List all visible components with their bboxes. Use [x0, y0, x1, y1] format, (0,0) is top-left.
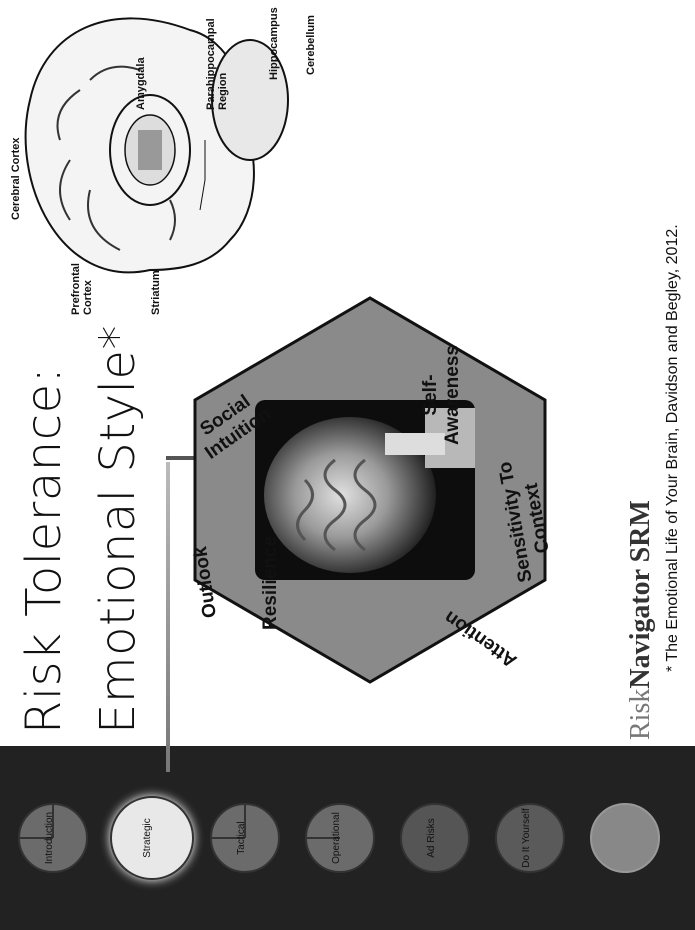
nav-operational[interactable]: Operational [305, 803, 375, 873]
label-parahippocampal-region: Parahippocampal Region [205, 10, 229, 110]
title-line-1: Risk Tolerance: [16, 367, 72, 734]
footnote: * The Emotional Life of Your Brain, Davi… [664, 224, 682, 672]
label-striatum: Striatum [150, 270, 162, 315]
nav-ad-risks-label: Ad Risks [426, 805, 437, 871]
nav-introduction-label: Introduction [44, 805, 55, 871]
nav-do-it-yourself[interactable]: Do It Yourself [495, 803, 565, 873]
label-cerebellum: Cerebellum [305, 15, 317, 75]
brand-logo: RiskNavigator SRM [625, 500, 657, 740]
nav-introduction[interactable]: Introduction [18, 803, 88, 873]
nav-operational-label: Operational [331, 805, 342, 871]
label-cerebral-cortex: Cerebral Cortex [10, 137, 22, 220]
nav-home[interactable] [590, 803, 660, 873]
label-prefrontal-cortex: Prefrontal Cortex [70, 255, 94, 315]
nav-ad-risks[interactable]: Ad Risks [400, 803, 470, 873]
nav-bar: Introduction Strategic Tactical Operatio… [0, 746, 695, 930]
nav-strategic[interactable]: Strategic [110, 796, 194, 880]
label-self-awareness: Self-Awareness [420, 340, 464, 450]
brand-part-2: Navigator SRM [625, 500, 656, 688]
title-line-2: Emotional Style* [90, 325, 146, 734]
nav-tactical-label: Tactical [236, 805, 247, 871]
label-amygdala: Amygdala [135, 57, 147, 110]
label-hippocampus: Hippocampus [268, 7, 280, 80]
title-divider [166, 462, 170, 772]
nav-tactical[interactable]: Tactical [210, 803, 280, 873]
nav-do-it-yourself-label: Do It Yourself [521, 805, 532, 871]
label-resilience: Resilience [260, 536, 282, 630]
brand-part-1: Risk [625, 689, 656, 740]
nav-strategic-label: Strategic [142, 798, 153, 878]
